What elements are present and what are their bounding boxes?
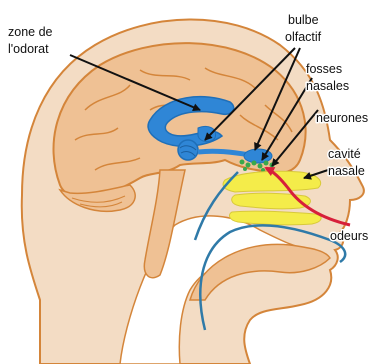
- amygdala: [178, 140, 198, 160]
- label-bulbe-line1: bulbe: [288, 13, 319, 27]
- label-cavite-line2: nasale: [328, 164, 365, 178]
- label-zone-odorat-line1: zone de: [8, 25, 53, 39]
- nasal-bone-lower: [230, 211, 322, 225]
- label-neurones: neurones: [316, 111, 368, 125]
- label-odeurs: odeurs: [330, 229, 368, 243]
- label-fosses-line2: nasales: [306, 79, 349, 93]
- label-fosses-line1: fosses: [306, 62, 342, 76]
- label-fosses-nasales: fosses nasales: [306, 62, 349, 93]
- label-bulbe-olfactif: bulbe olfactif: [285, 13, 322, 44]
- label-zone-odorat: zone de l'odorat: [8, 25, 56, 56]
- label-bulbe-line2: olfactif: [285, 30, 322, 44]
- label-zone-odorat-line2: l'odorat: [8, 42, 49, 56]
- label-cavite-line1: cavité: [328, 147, 361, 161]
